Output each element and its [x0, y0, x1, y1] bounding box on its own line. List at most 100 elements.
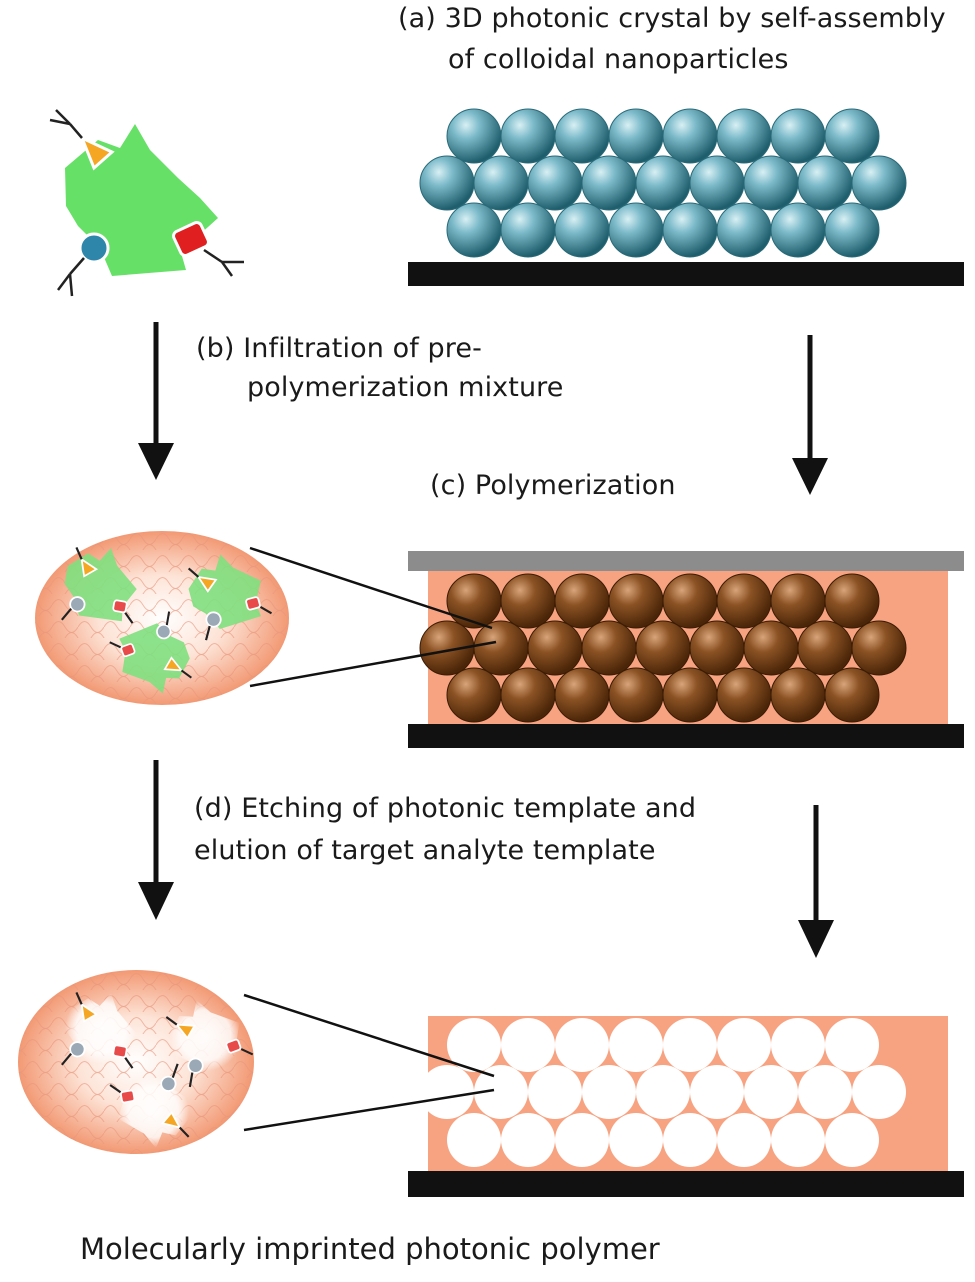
zoom-line-bottom-2 [243, 1088, 495, 1132]
orange-functional-group-icon [79, 135, 115, 171]
imprinted-cavity-icon [109, 1063, 191, 1149]
composite-sphere [662, 667, 718, 723]
imprinted-cavity-icon [61, 992, 137, 1069]
template-molecule-icon [109, 611, 192, 694]
colloid-sphere [554, 202, 610, 258]
composite-sphere [851, 620, 907, 676]
template-molecule-icon [61, 547, 137, 624]
template-molecule-icon [187, 554, 273, 641]
colloid-sphere [473, 155, 529, 211]
colloid-sphere [770, 202, 826, 258]
colloid-sphere [419, 155, 475, 211]
inverse-opal-panel [420, 1018, 906, 1167]
colloid-sphere [500, 108, 556, 164]
composite-sphere [446, 667, 502, 723]
down-arrow-icon [798, 805, 834, 958]
composite-sphere [824, 667, 880, 723]
void-sphere [582, 1065, 636, 1119]
void-sphere [744, 1065, 798, 1119]
composite-sphere [635, 620, 691, 676]
step-a-label-line1: (a) 3D photonic crystal by self-assembly [398, 3, 946, 34]
cover-glass-c [408, 551, 964, 571]
composite-sphere [662, 573, 718, 629]
composite-sphere [770, 667, 826, 723]
colloid-sphere [554, 108, 610, 164]
void-sphere [609, 1113, 663, 1167]
colloid-sphere [662, 202, 718, 258]
colloid-sphere [446, 202, 502, 258]
void-sphere [852, 1065, 906, 1119]
composite-sphere [500, 573, 556, 629]
void-sphere [501, 1113, 555, 1167]
step-d-label-line1: (d) Etching of photonic template and [194, 793, 697, 824]
zoom-line-top-2 [243, 993, 495, 1078]
substrate-bar-c [408, 724, 964, 748]
void-sphere [420, 1065, 474, 1119]
colloid-sphere [716, 108, 772, 164]
composite-sphere [797, 620, 853, 676]
composite-sphere [743, 620, 799, 676]
colloid-sphere [527, 155, 583, 211]
colloid-sphere [608, 108, 664, 164]
void-sphere [636, 1065, 690, 1119]
colloid-sphere [608, 202, 664, 258]
colloid-sphere [716, 202, 772, 258]
colloid-sphere [824, 202, 880, 258]
colloid-sphere [581, 155, 637, 211]
blue-functional-group-icon [78, 232, 110, 264]
composite-sphere [527, 620, 583, 676]
imprinted-cavity-icon [165, 1000, 254, 1088]
void-sphere [717, 1018, 771, 1072]
zoom-line-bottom-1 [249, 640, 497, 688]
substrate-bar-a [408, 262, 964, 286]
step-b-label-line2: polymerization mixture [247, 372, 564, 403]
colloid-sphere [797, 155, 853, 211]
composite-sphere [716, 667, 772, 723]
composite-sphere [554, 667, 610, 723]
colloid-sphere [743, 155, 799, 211]
void-sphere [717, 1113, 771, 1167]
void-sphere [825, 1018, 879, 1072]
void-sphere [609, 1018, 663, 1072]
down-arrow-icon [138, 322, 174, 480]
composite-crystal-panel [419, 573, 907, 723]
void-sphere [663, 1113, 717, 1167]
composite-sphere [446, 573, 502, 629]
void-sphere [474, 1065, 528, 1119]
void-sphere [501, 1018, 555, 1072]
red-functional-group-icon [172, 221, 210, 257]
composite-sphere [473, 620, 529, 676]
colloid-sphere [446, 108, 502, 164]
composite-sphere [608, 573, 664, 629]
down-arrow-icon [138, 760, 174, 920]
void-sphere [798, 1065, 852, 1119]
step-c-label: (c) Polymerization [430, 470, 676, 501]
composite-sphere [608, 667, 664, 723]
figure-caption: Molecularly imprinted photonic polymer [80, 1232, 660, 1266]
zoom-line-top-1 [249, 546, 493, 630]
imprinted-zoom-circle-icon [18, 970, 254, 1154]
colloid-sphere [689, 155, 745, 211]
colloid-sphere [500, 202, 556, 258]
colloid-sphere [770, 108, 826, 164]
composite-sphere [500, 667, 556, 723]
substrate-bar-d [408, 1171, 964, 1197]
composite-sphere [689, 620, 745, 676]
void-sphere [555, 1113, 609, 1167]
down-arrow-icon [792, 335, 828, 495]
composite-sphere [581, 620, 637, 676]
composite-sphere [770, 573, 826, 629]
void-sphere [663, 1018, 717, 1072]
step-a-label-line2: of colloidal nanoparticles [448, 44, 789, 75]
template-molecule-icon [49, 109, 244, 297]
void-sphere [555, 1018, 609, 1072]
colloid-sphere [851, 155, 907, 211]
void-sphere [825, 1113, 879, 1167]
polymer-zoom-circle-icon [35, 531, 289, 705]
composite-sphere [824, 573, 880, 629]
composite-sphere [554, 573, 610, 629]
colloid-sphere [824, 108, 880, 164]
step-b-label-line1: (b) Infiltration of pre- [196, 333, 482, 364]
